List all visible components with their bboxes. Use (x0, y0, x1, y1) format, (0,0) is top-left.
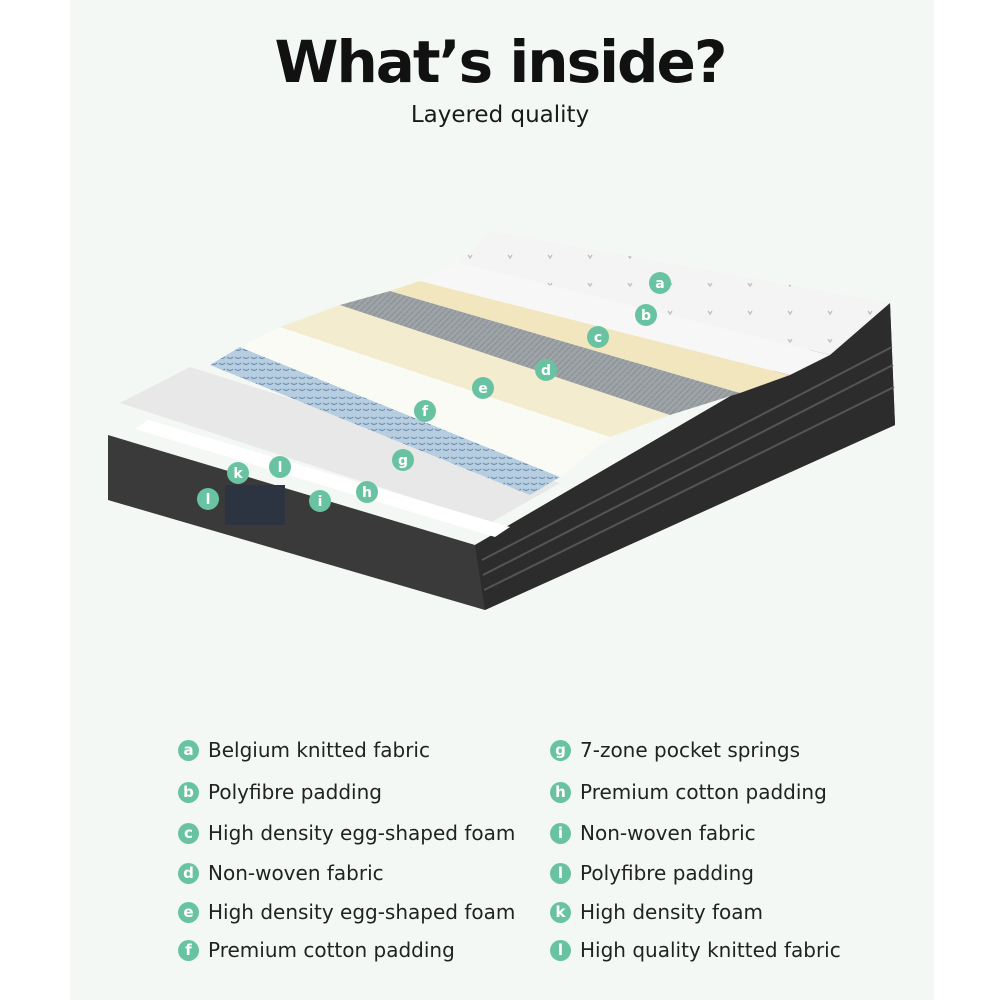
marker-f: f (414, 400, 436, 422)
svg-text:l: l (206, 492, 211, 508)
layer-a (460, 231, 890, 355)
layer-b (420, 263, 830, 375)
legend-badge: a (178, 739, 199, 761)
legend-label: 7-zone pocket springs (580, 738, 800, 762)
mattress-base (108, 303, 895, 610)
legend-badge: h (550, 781, 571, 803)
svg-text:b: b (641, 308, 651, 324)
legend-label: Premium cotton padding (208, 938, 455, 962)
legend-item-i: i Non-woven fabric (550, 819, 756, 847)
legend-badge: f (178, 939, 199, 961)
legend-label: Non-woven fabric (208, 861, 384, 885)
svg-text:l: l (278, 460, 283, 476)
brand-label (225, 485, 285, 525)
svg-text:d: d (541, 363, 551, 379)
marker-b: b (635, 304, 657, 326)
legend-badge: e (178, 901, 199, 923)
legend-item-e: e High density egg-shaped foam (178, 898, 515, 926)
svg-text:k: k (233, 466, 243, 482)
marker-k: k (227, 462, 249, 484)
legend-item-h: h Premium cotton padding (550, 778, 827, 806)
legend-label: Polyfibre padding (580, 861, 754, 885)
legend-badge: d (178, 862, 199, 884)
marker-i: i (309, 490, 331, 512)
legend-item-l-knitted: l High quality knitted fabric (550, 936, 841, 964)
legend-item-f: f Premium cotton padding (178, 936, 455, 964)
svg-text:c: c (594, 330, 602, 346)
marker-c: c (587, 326, 609, 348)
legend-item-a: a Belgium knitted fabric (178, 736, 430, 764)
mattress-layers-illustration: a b c d e f g h i l k l (108, 231, 895, 610)
legend-item-b: b Polyfibre padding (178, 778, 382, 806)
legend-item-k: k High density foam (550, 898, 763, 926)
marker-e: e (472, 377, 494, 399)
marker-l-lower: l (197, 488, 219, 510)
svg-text:f: f (422, 404, 429, 420)
legend-label: Non-woven fabric (580, 821, 756, 845)
legend-badge: c (178, 822, 199, 844)
marker-d: d (535, 359, 557, 381)
legend-badge: b (178, 781, 199, 803)
marker-g: g (392, 449, 414, 471)
legend-item-c: c High density egg-shaped foam (178, 819, 515, 847)
legend-badge: g (550, 739, 571, 761)
layer-h (135, 420, 510, 537)
svg-text:g: g (398, 453, 408, 469)
legend-label: High density foam (580, 900, 764, 924)
legend-badge: l (550, 862, 571, 884)
legend-item-l-polyfibre: l Polyfibre padding (550, 859, 754, 887)
legend-item-g: g 7-zone pocket springs (550, 736, 800, 764)
layer-d (340, 291, 740, 415)
svg-text:h: h (362, 485, 372, 501)
marker-h: h (356, 481, 378, 503)
svg-text:i: i (318, 494, 323, 510)
white-border-frame (120, 367, 560, 523)
legend-label: Polyfibre padding (208, 780, 382, 804)
legend-label: Belgium knitted fabric (208, 738, 430, 762)
marker-l-upper: l (269, 456, 291, 478)
legend-label: Premium cotton padding (580, 780, 827, 804)
legend-badge: l (550, 939, 571, 961)
legend-badge: i (550, 822, 571, 844)
marker-a: a (649, 272, 671, 294)
legend-item-d: d Non-woven fabric (178, 859, 384, 887)
legend-label: High quality knitted fabric (580, 938, 841, 962)
svg-text:e: e (478, 381, 488, 397)
page-title: What’s inside? (274, 28, 728, 96)
layer-springs (210, 347, 560, 495)
legend-label: High density egg-shaped foam (208, 821, 516, 845)
legend-label: High density egg-shaped foam (208, 900, 516, 924)
page-subtitle: Layered quality (410, 102, 590, 128)
svg-text:a: a (655, 276, 664, 292)
legend-badge: k (550, 901, 571, 923)
layer-e (280, 305, 670, 437)
